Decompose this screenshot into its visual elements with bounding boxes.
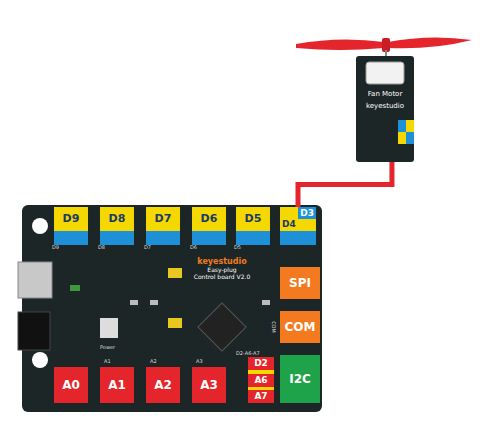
digital-port: D3D4 [280, 207, 316, 245]
mount-hole [32, 218, 48, 234]
port-label: D9 [63, 212, 80, 245]
connector [398, 120, 406, 132]
mixed-port: D2A6A7 [248, 357, 274, 403]
usb-port [18, 262, 52, 298]
analog-port: A0 [54, 367, 88, 403]
dc-jack [18, 312, 50, 350]
port-label: SPI [289, 276, 311, 290]
regulator [100, 318, 118, 338]
cable [298, 162, 392, 207]
analog-port: A3 [192, 367, 226, 403]
digital-port: D8 [100, 207, 134, 245]
smd-part [130, 300, 138, 305]
analog-port: A1 [100, 367, 134, 403]
silk-label: A2 [150, 358, 157, 364]
digital-port: D7 [146, 207, 180, 245]
port-label: A2 [154, 378, 172, 392]
silk-label: D9 [52, 244, 59, 250]
module-label: Fan Motor [368, 90, 403, 98]
port-label: D2 [248, 357, 274, 370]
port-label: D4 [280, 207, 296, 229]
connector [398, 132, 406, 144]
propeller-hub [382, 38, 390, 52]
board-title: Easy-plug [207, 266, 236, 273]
header-pins [168, 268, 182, 278]
digital-port: D5 [236, 207, 270, 245]
silk-label: A1 [104, 358, 111, 364]
silk-label: D7 [144, 244, 151, 250]
port-label: D7 [155, 212, 172, 245]
smd-part [262, 300, 270, 305]
port-label: D3 [298, 207, 316, 219]
control-board: keyestudioEasy-plugControl board V2.0D9D… [22, 205, 322, 412]
port-label: A3 [200, 378, 218, 392]
connector [406, 120, 414, 132]
smd-part [150, 300, 158, 305]
port-label: D5 [245, 212, 262, 245]
fan-module-board [356, 56, 414, 162]
digital-port: D9 [54, 207, 88, 245]
port-label: D6 [201, 212, 218, 245]
silk-label: D5 [234, 244, 241, 250]
propeller-blade [388, 37, 472, 48]
silk-label: D6 [190, 244, 197, 250]
silk-label: COM [271, 321, 277, 333]
port-label: D8 [109, 212, 126, 245]
port-label: A0 [62, 378, 80, 392]
port-label: A1 [108, 378, 126, 392]
analog-port: A2 [146, 367, 180, 403]
motor-housing [366, 62, 404, 84]
connector [406, 132, 414, 144]
port-label: A7 [248, 390, 274, 403]
port-label: I2C [289, 372, 311, 386]
module-label: keyestudio [366, 102, 404, 110]
board-title: keyestudio [197, 257, 246, 266]
port-label: A6 [248, 374, 274, 387]
i2c-port: I2C [280, 355, 320, 403]
silk-label: D8 [98, 244, 105, 250]
mount-hole [32, 352, 48, 368]
port-label: COM [285, 320, 316, 334]
fan-module: Fan Motor keyestudio [356, 56, 414, 162]
board-logo: keyestudioEasy-plugControl board V2.0 [172, 257, 272, 280]
silk-label: D2-A6-A7 [236, 350, 260, 356]
com-port: COM [280, 311, 320, 343]
propeller-blade [296, 39, 384, 50]
control-board [22, 205, 322, 412]
silk-label: Power [100, 344, 115, 350]
led [70, 285, 80, 291]
spi-port: SPI [280, 267, 320, 299]
digital-port: D6 [192, 207, 226, 245]
header-pins [168, 318, 182, 328]
board-title: Control board V2.0 [194, 273, 250, 280]
mcu-chip [198, 303, 246, 351]
silk-label: A3 [196, 358, 203, 364]
